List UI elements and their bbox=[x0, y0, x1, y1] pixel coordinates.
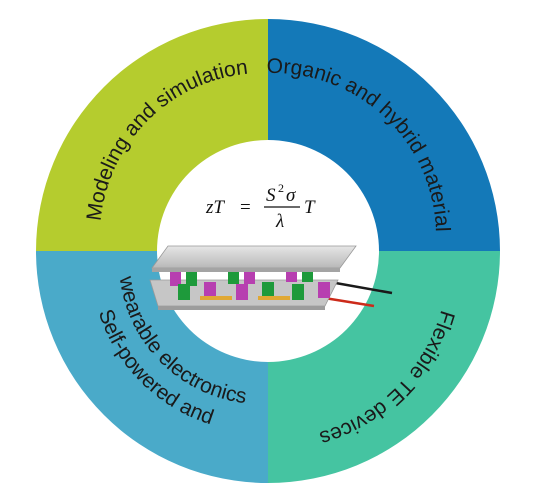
formula-equals: = bbox=[240, 197, 251, 218]
quadrant-organic bbox=[268, 19, 500, 251]
formula-t: T bbox=[304, 197, 316, 218]
quadrant-flexible bbox=[268, 251, 500, 483]
quadrant-self-powered bbox=[36, 251, 268, 483]
thermoelectric-module-icon bbox=[149, 245, 393, 310]
quadrant-modeling bbox=[36, 19, 268, 251]
zt-formula: zT = S 2 σ λ T bbox=[205, 181, 316, 232]
formula-seebeck: S bbox=[266, 185, 276, 206]
formula-sigma: σ bbox=[286, 185, 296, 206]
formula-zt: zT bbox=[205, 197, 225, 218]
formula-lambda: λ bbox=[275, 211, 284, 232]
formula-superscript: 2 bbox=[278, 181, 284, 195]
